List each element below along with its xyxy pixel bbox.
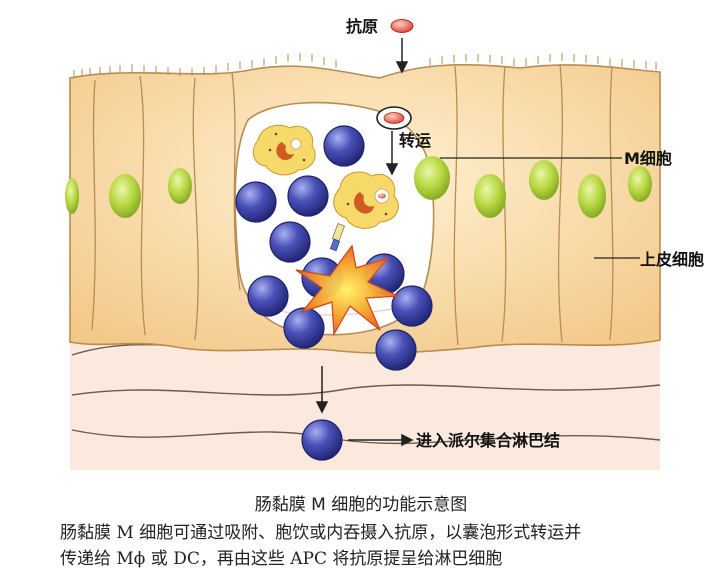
figure-caption-line1: 肠黏膜 M 细胞可通过吸附、胞饮或内吞摄入抗原，以囊泡形式转运并 [60,523,582,543]
lymphocyte [283,307,325,349]
macrophage-with-antigen [333,171,399,229]
m-cell-label: M细胞 [624,149,672,168]
transport-label: 转运 [399,131,431,150]
lymphocyte [391,285,433,327]
arrow-to-lymph-node [315,366,329,414]
lymphocyte [269,221,311,263]
lymphocyte [375,329,417,371]
epithelial-nuclei [65,156,652,218]
lymphocyte [247,275,289,317]
arrow-antigen-down [395,38,409,74]
lymphocyte [323,125,365,167]
lymphocyte [235,181,277,223]
antigen-icon [390,19,414,33]
enter-peyer-patch-label: 进入派尔集合淋巴结 [416,431,560,450]
arrow-enter [348,433,414,447]
figure-caption-title: 肠黏膜 M 细胞的功能示意图 [254,495,468,515]
figure-caption-line2: 传递给 Mϕ 或 DC，再由这些 APC 将抗原提呈给淋巴细胞 [60,549,503,569]
transport-arrow [385,131,399,176]
lymphocyte [287,175,329,217]
dendritic-cell-front [295,244,399,337]
epithelial-cell-borders-left [91,71,241,341]
antigen-presentation [329,222,346,252]
tissue-line [71,384,661,396]
epithelial-cell-label: 上皮细胞 [640,250,704,269]
migrating-lymphocyte [301,419,343,461]
antigen-label: 抗原 [346,17,378,36]
vesicle-antigen [383,112,405,124]
macrophage [252,124,316,176]
microvilli [73,53,657,78]
